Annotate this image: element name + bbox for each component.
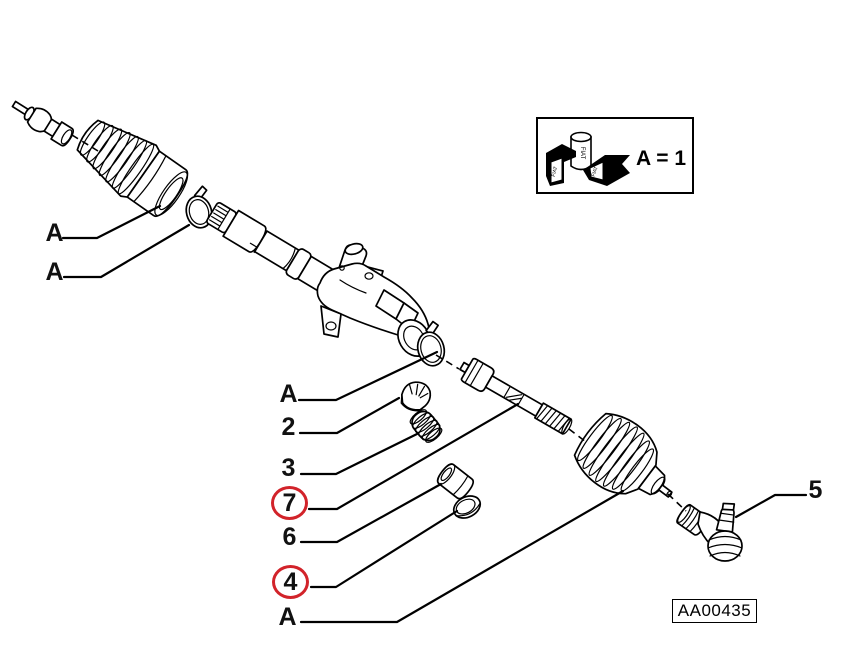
drawing-code-box: AA00435 xyxy=(672,599,757,623)
callout-label: A xyxy=(45,257,64,286)
plug-part-drawing xyxy=(436,463,475,500)
callout-5-tie-rod-end[interactable]: 5 xyxy=(797,473,834,507)
bushing-part-drawing xyxy=(400,381,432,412)
callout-a-clamp-left[interactable]: A xyxy=(36,255,73,289)
tie-rod-stub-drawing xyxy=(11,100,75,147)
callout-7-inner-tie-rod[interactable]: 7 xyxy=(271,486,308,520)
callout-label: 6 xyxy=(282,522,297,551)
callout-label: 4 xyxy=(283,567,298,596)
callout-label: 5 xyxy=(808,475,823,504)
brand-micro-text: FIAT xyxy=(551,166,560,178)
clamp-left-drawing xyxy=(185,185,213,229)
callout-4-cap[interactable]: 4 xyxy=(272,565,309,599)
callout-a-boot-stub[interactable]: A xyxy=(36,216,73,250)
rack-housing-drawing xyxy=(316,242,433,357)
kit-formula: A = 1 xyxy=(636,147,686,170)
outer-tie-rod-drawing xyxy=(676,502,743,562)
kit-legend-box: FIAT FIAT FIAT A = 1 xyxy=(536,117,694,194)
clamp-rack-drawing xyxy=(416,320,446,367)
callout-label: A xyxy=(279,379,298,408)
callout-label: 3 xyxy=(281,453,296,482)
callout-label: 7 xyxy=(282,488,297,517)
assembly-axis-dashes xyxy=(71,134,687,512)
callout-a-boot-right[interactable]: A xyxy=(269,600,306,634)
callout-label: A xyxy=(278,602,297,631)
brand-micro-text: FIAT xyxy=(579,147,585,160)
leader-lines xyxy=(61,204,808,624)
boot-left-drawing xyxy=(76,119,189,218)
inner-tie-rod-drawing xyxy=(459,357,573,435)
drawing-code: AA00435 xyxy=(677,601,752,620)
callout-2-bushing[interactable]: 2 xyxy=(270,410,307,444)
callout-label: A xyxy=(45,218,64,247)
callout-3-spring[interactable]: 3 xyxy=(270,451,307,485)
spring-part-drawing xyxy=(409,409,443,443)
callout-a-clamp-rack[interactable]: A xyxy=(270,377,307,411)
boot-right-drawing xyxy=(573,412,673,498)
brand-micro-text: FIAT xyxy=(590,166,599,178)
callout-6-plug[interactable]: 6 xyxy=(271,520,308,554)
callout-label: 2 xyxy=(281,412,296,441)
kit-icon: FIAT FIAT FIAT xyxy=(546,131,630,186)
pinion-shaft-drawing xyxy=(206,201,335,294)
